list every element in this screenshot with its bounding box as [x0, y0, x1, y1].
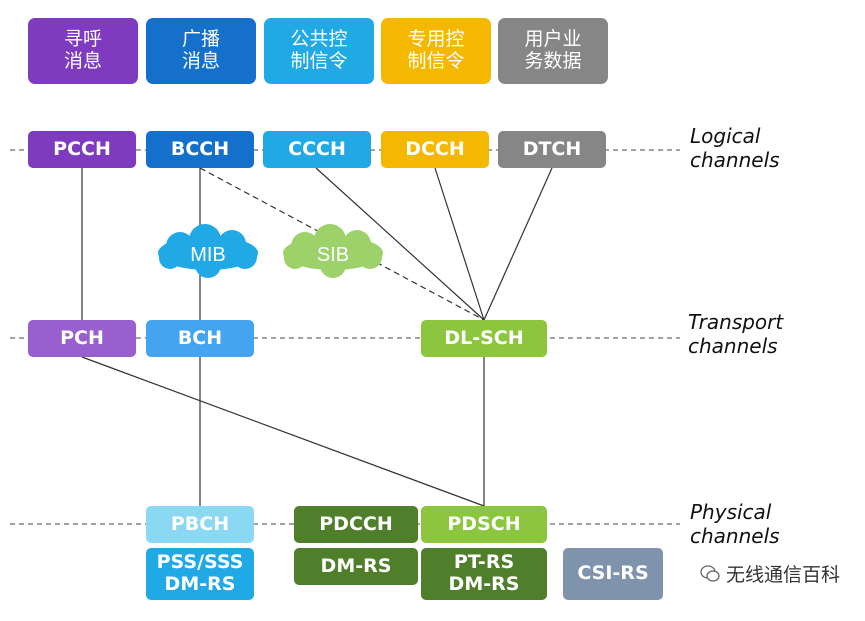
pcch-box: PCCH [28, 131, 136, 168]
dlsch-box: DL-SCH [421, 320, 547, 357]
csi-rs-box: CSI-RS [563, 548, 663, 600]
sib-cloud: SIB [283, 224, 383, 278]
transport-channels-label: Transport channels [688, 310, 784, 358]
pch-box: PCH [28, 320, 136, 357]
mib-label: MIB [190, 244, 226, 266]
pss-sss-dmrs-box: PSS/SSS DM-RS [146, 548, 254, 600]
dcch-box: DCCH [381, 131, 489, 168]
pdsch-box: PDSCH [421, 506, 547, 543]
ptrs-dmrs-box: PT-RS DM-RS [421, 548, 547, 600]
watermark-text: 无线通信百科 [726, 564, 841, 586]
wechat-icon [700, 564, 720, 582]
pbch-box: PBCH [146, 506, 254, 543]
mib-cloud: MIB [158, 224, 258, 278]
legend-broadcast: 广播 消息 [146, 18, 256, 84]
physical-channels-label: Physical channels [690, 500, 780, 548]
legend-paging: 寻呼 消息 [28, 18, 138, 84]
watermark: 无线通信百科 [700, 560, 840, 587]
dtch-box: DTCH [498, 131, 606, 168]
sib-label: SIB [317, 244, 349, 266]
legend-user-data: 用户业 务数据 [498, 18, 608, 84]
logical-channels-label: Logical channels [690, 124, 780, 172]
bcch-box: BCCH [146, 131, 254, 168]
dmrs-box: DM-RS [294, 548, 418, 585]
ccch-box: CCCH [263, 131, 371, 168]
legend-common-control: 公共控 制信令 [264, 18, 374, 84]
pdcch-box: PDCCH [294, 506, 418, 543]
bch-box: BCH [146, 320, 254, 357]
legend-dedicated-control: 专用控 制信令 [381, 18, 491, 84]
